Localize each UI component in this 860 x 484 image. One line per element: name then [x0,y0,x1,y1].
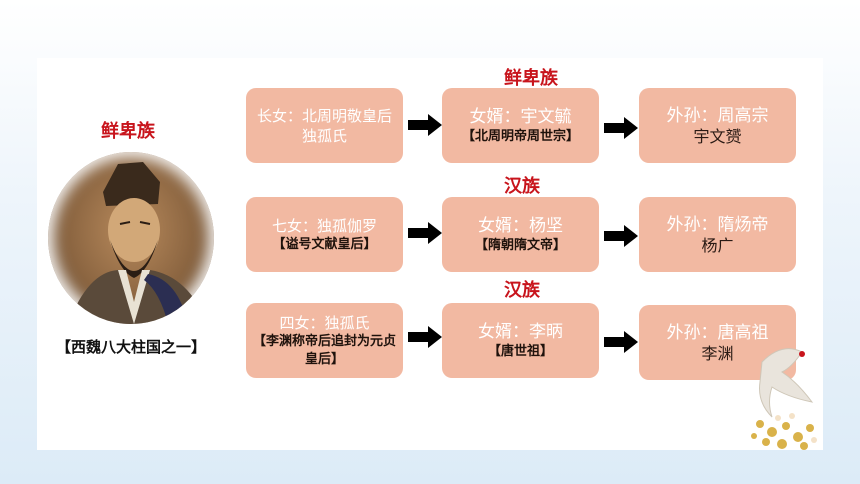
row1-husband-name: 女婿：宇文毓 [469,106,572,127]
row3-daughter-note: 【李渊称帝后追封为元贞皇后】 [252,333,396,367]
row2-grandson-name: 杨广 [701,235,734,255]
row3-arrow-2 [604,331,638,353]
row2-daughter-box: 七女：独孤伽罗 【谥号文献皇后】 [246,197,403,272]
row3-arrow-1 [408,326,442,348]
row2-husband-name: 女婿：杨坚 [478,215,563,236]
portrait-ethnic-label: 鲜卑族 [101,121,155,142]
row3-husband-note: 【唐世祖】 [487,343,553,359]
row1-grandson-name: 宇文赟 [693,126,742,146]
row2-husband-note: 【隋朝隋文帝】 [474,237,566,253]
row1-grandson-box: 外孙：周高宗 宇文赟 [639,88,796,163]
row3-daughter-text: 四女：独孤氏 [279,313,370,332]
row3-daughter-box: 四女：独孤氏 【李渊称帝后追封为元贞皇后】 [246,303,403,378]
row2-ethnic-label: 汉族 [504,176,540,197]
row3-husband-box: 女婿：李昞 【唐世祖】 [442,303,599,378]
row1-husband-note: 【北周明帝周世宗】 [461,128,579,144]
row3-ethnic-label: 汉族 [504,280,540,301]
row3-husband-name: 女婿：李昞 [478,321,563,342]
crane-decoration [751,348,817,450]
row2-grandson-box: 外孙：隋炀帝 杨广 [639,197,796,272]
row1-arrow-1 [408,114,442,136]
row3-grandson-name: 李渊 [701,343,734,363]
row2-arrow-1 [408,222,442,244]
row2-husband-box: 女婿：杨坚 【隋朝隋文帝】 [442,197,599,272]
portrait-caption: 【西魏八大柱国之一】 [55,338,206,356]
row1-daughter-text: 长女：北周明敬皇后独孤氏 [256,106,392,145]
row1-daughter-box: 长女：北周明敬皇后独孤氏 [246,88,403,163]
row3-grandson-title: 外孙：唐高祖 [666,322,769,343]
row1-ethnic-label: 鲜卑族 [504,68,558,89]
row1-arrow-2 [604,117,638,139]
row2-grandson-title: 外孙：隋炀帝 [666,214,769,235]
row2-daughter-text: 七女：独孤伽罗 [271,216,377,235]
row2-arrow-2 [604,225,638,247]
row2-daughter-note: 【谥号文献皇后】 [272,236,377,252]
portrait-image [48,152,214,324]
row1-grandson-title: 外孙：周高宗 [666,105,769,126]
row1-husband-box: 女婿：宇文毓 【北周明帝周世宗】 [442,88,599,163]
